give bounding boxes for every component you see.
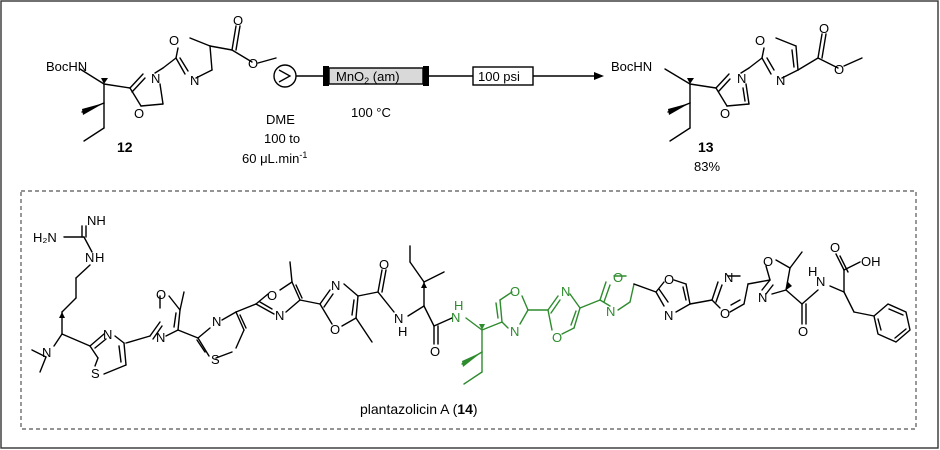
oxazoleA-o: O — [156, 287, 166, 302]
green-oxazole3-n: N — [606, 304, 615, 319]
green-oxazole1-n: N — [510, 324, 519, 339]
flow-rate-line1: 100 to — [264, 131, 300, 146]
pump-icon — [273, 64, 297, 88]
guanidine-h: H — [95, 250, 104, 265]
amide1-h: H — [398, 324, 407, 339]
guanidine-n: N — [85, 250, 94, 265]
green-nh-n: N — [451, 310, 460, 325]
plantazolicin-structure: NH H₂N N H N S N — [31, 213, 911, 417]
reactant-number: 12 — [117, 139, 133, 155]
phenyl-ring — [873, 303, 911, 343]
product-ring1-o: O — [720, 106, 730, 121]
amide1-o: O — [379, 257, 389, 272]
amide1-n: N — [394, 311, 403, 326]
reactant-12: BocHN N O O N O O 12 — [46, 13, 277, 155]
reactant-carbonyl-o: O — [233, 13, 243, 28]
product-ring2-o: O — [755, 33, 765, 48]
natural-product-name: plantazolicin A (14) — [360, 401, 478, 417]
reactant-boc-label: BocHN — [46, 59, 87, 74]
oxazoline-o: O — [763, 254, 773, 269]
reactant-ring2-n: N — [190, 73, 199, 88]
amide3-n: N — [816, 274, 825, 289]
highlighted-fragment: N H O N N O O N — [451, 270, 635, 385]
amide3-o: O — [798, 324, 808, 339]
reactor-label: MnO2 (am) — [336, 69, 400, 86]
product-ester-o: O — [834, 62, 844, 77]
thiazole2-s: S — [211, 352, 220, 367]
acid-carbonyl-o: O — [830, 240, 840, 255]
flow-setup: MnO2 (am) 100 psi 100 °C DME 100 to 60 μ… — [242, 64, 604, 166]
reactant-ring1-o: O — [134, 106, 144, 121]
green-oxazole3-o: O — [613, 270, 623, 285]
natural-product-box — [20, 190, 917, 430]
oxazoleD-n: N — [664, 308, 673, 323]
oxazoleC-n: N — [331, 278, 340, 293]
reactant-ring1-n: N — [151, 71, 160, 86]
product-yield: 83% — [694, 159, 720, 174]
solvent-label: DME — [266, 112, 295, 127]
oxazoleA-n: N — [156, 330, 165, 345]
reactant-ring2-o: O — [169, 33, 179, 48]
oxazoleB-n: N — [275, 308, 284, 323]
oxazoleB-o: O — [267, 288, 277, 303]
thiazole2-n: N — [212, 314, 221, 329]
thiazole1-n: N — [103, 327, 112, 342]
green-oxazole1-o: O — [510, 284, 520, 299]
pressure-label: 100 psi — [478, 69, 520, 84]
acid-oh: OH — [861, 254, 881, 269]
oxazoleE-n: N — [724, 270, 733, 285]
guanidine-h2n: H₂N — [33, 230, 57, 245]
product-number: 13 — [698, 139, 714, 155]
product-boc-label: BocHN — [611, 59, 652, 74]
oxazoleE-o: O — [720, 306, 730, 321]
product-ring1-n: N — [737, 71, 746, 86]
product-carbonyl-o: O — [819, 21, 829, 36]
amide2-o: O — [430, 344, 440, 359]
oxazoline-n: N — [758, 290, 767, 305]
thiazole1-s: S — [91, 366, 100, 381]
dimethylamino-n: N — [42, 345, 51, 360]
oxazoleD-o: O — [664, 272, 674, 287]
product-13: BocHN N O O N O O 13 83% — [611, 21, 863, 174]
oxazoleC-o: O — [330, 322, 340, 337]
green-oxazole2-n: N — [561, 284, 570, 299]
temperature-label: 100 °C — [351, 105, 391, 120]
green-nh-h: H — [454, 298, 463, 313]
guanidine-nh: NH — [87, 213, 106, 228]
reactant-ester-o: O — [248, 56, 258, 71]
green-oxazole2-o: O — [552, 330, 562, 345]
flow-rate-line2: 60 μL.min-1 — [242, 150, 307, 166]
product-ring2-n: N — [776, 73, 785, 88]
amide3-h: H — [808, 264, 817, 279]
